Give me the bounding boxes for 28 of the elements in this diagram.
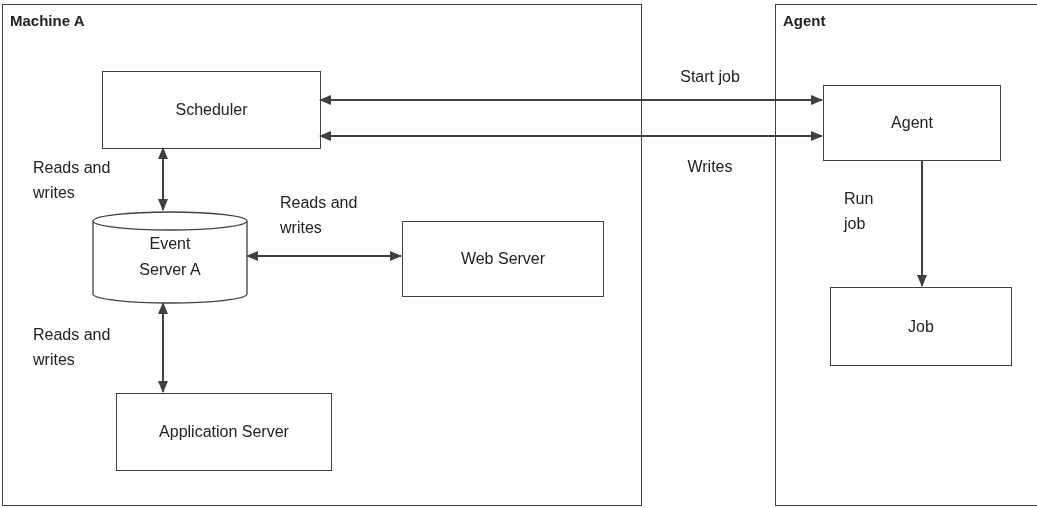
database-cylinder xyxy=(92,211,248,304)
arrow xyxy=(158,302,168,393)
edge-label: Run job xyxy=(844,189,875,234)
process-box xyxy=(402,221,604,297)
arrow xyxy=(917,159,927,287)
edge-label: Start job xyxy=(679,67,741,87)
node-label: Scheduler xyxy=(175,100,248,120)
machine-panel xyxy=(2,4,642,506)
node-label: Job xyxy=(908,316,934,337)
process-box xyxy=(830,287,1012,366)
process-box xyxy=(116,393,332,471)
node-label: Event Server A xyxy=(138,234,202,280)
node-label: Agent xyxy=(891,113,933,133)
panel-title: Machine A xyxy=(10,13,85,28)
machine-panel xyxy=(775,4,1037,506)
panel-title: Agent xyxy=(783,13,826,28)
process-box xyxy=(102,71,321,149)
edge-label: Reads and writes xyxy=(33,325,112,370)
node-label: Web Server xyxy=(460,249,546,269)
arrow xyxy=(246,251,402,261)
arrow xyxy=(319,131,823,141)
edge-label: Reads and writes xyxy=(33,158,112,203)
edge-label: Writes xyxy=(686,157,734,177)
edge-label: Reads and writes xyxy=(280,193,359,238)
arrow xyxy=(319,95,823,105)
process-box xyxy=(823,85,1001,161)
arrow xyxy=(158,147,168,211)
node-label: Application Server xyxy=(159,422,289,442)
